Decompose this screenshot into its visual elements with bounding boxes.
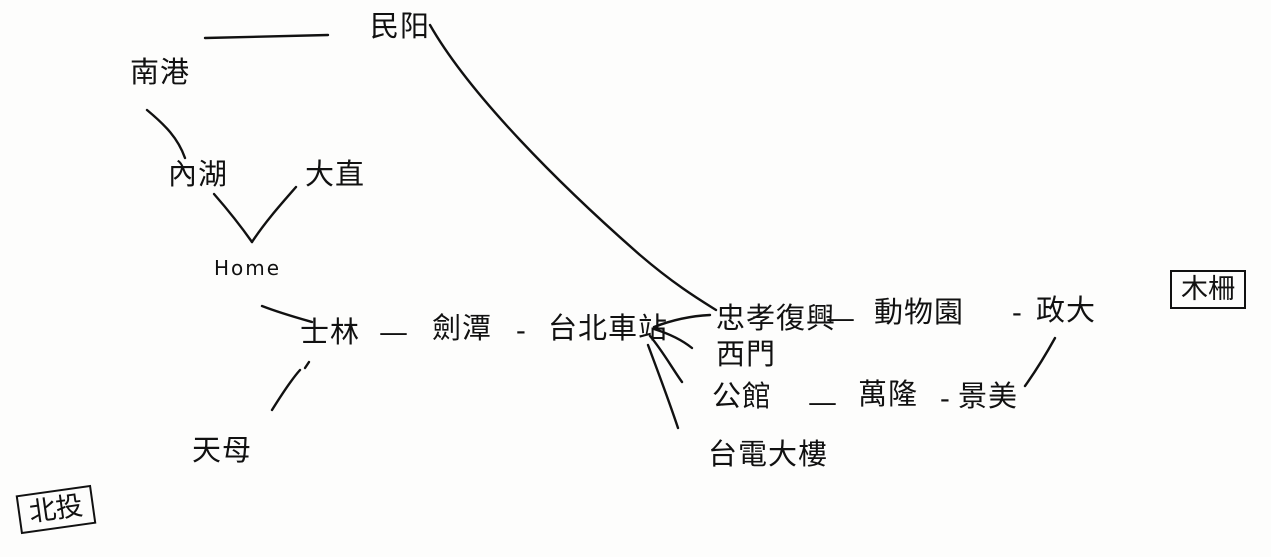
station-taipei-main: 台北車站 bbox=[548, 311, 669, 345]
station-taipower-building: 台電大樓 bbox=[708, 437, 829, 471]
connector-zhongxiao-zoo: — bbox=[826, 301, 856, 335]
region-muzha-box: 木柵 bbox=[1170, 270, 1246, 309]
edge-nangang-neihu bbox=[145, 108, 187, 160]
edge-taipei-zhongxiao bbox=[652, 313, 712, 329]
station-zoo: 動物園 bbox=[874, 295, 965, 329]
station-minyang: 民阳 bbox=[370, 9, 431, 43]
station-zhengda: 政大 bbox=[1036, 293, 1097, 327]
station-nangang: 南港 bbox=[130, 55, 191, 89]
connector-wanlong-jingmei: - bbox=[940, 381, 951, 415]
station-dazhi: 大直 bbox=[305, 157, 366, 191]
edge-tick-near-shilin bbox=[303, 360, 311, 370]
station-neihu: 內湖 bbox=[168, 157, 229, 191]
station-jingmei: 景美 bbox=[958, 379, 1019, 413]
edge-taipei-taipower bbox=[646, 343, 680, 430]
connector-shilin-jiantan: — bbox=[379, 315, 409, 349]
edge-shilin-tianmu bbox=[270, 368, 302, 412]
station-jiantan: 劍潭 bbox=[432, 311, 493, 345]
station-tianmu: 天母 bbox=[192, 433, 253, 467]
edge-neihu-home bbox=[212, 192, 254, 244]
edge-taipei-ximen bbox=[652, 327, 694, 350]
station-ximen: 西門 bbox=[716, 337, 777, 371]
connector-gongguan-wanlong: — bbox=[808, 385, 838, 419]
station-shilin: 士林 bbox=[300, 315, 361, 349]
edge-zhengda-jingmei bbox=[1023, 336, 1057, 388]
station-zhongxiao-fuxing: 忠孝復興 bbox=[716, 301, 837, 335]
edge-minyang-zhongxiao bbox=[428, 23, 718, 312]
connector-zoo-zhengda: - bbox=[1012, 295, 1023, 329]
edge-nangang-minyang bbox=[203, 33, 330, 40]
edge-taipei-gongguan bbox=[648, 334, 684, 384]
station-gongguan: 公館 bbox=[712, 379, 773, 413]
connector-jiantan-taipei: - bbox=[516, 313, 527, 347]
edge-home-shilin bbox=[260, 304, 314, 324]
station-wanlong: 萬隆 bbox=[858, 377, 919, 411]
edge-dazhi-home bbox=[250, 185, 298, 244]
home-node: Home bbox=[214, 256, 282, 280]
